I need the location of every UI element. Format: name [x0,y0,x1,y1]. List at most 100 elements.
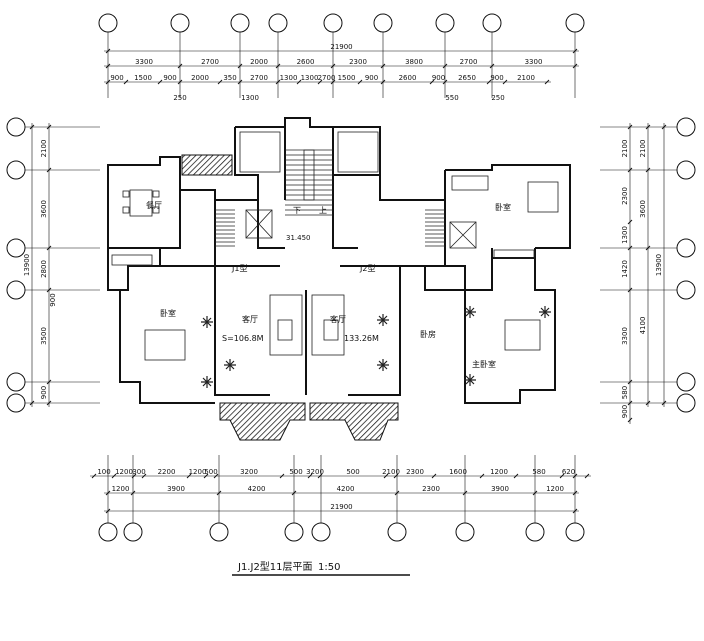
fixtures [111,131,559,441]
axis-bubble-top [323,13,343,33]
dim-bottom-row2-label: 1200 [112,485,130,493]
dim-top-row2-label: 350 [223,74,236,82]
dim-top-row1-label: 2600 [297,58,315,66]
dim-top-row1-label: 2300 [349,58,367,66]
dim-top-row2-tick [357,79,363,85]
plant-symbol [377,314,389,326]
axis-bubble-left [6,117,26,137]
sofa-right [311,294,345,356]
dim-left-total-tick [29,124,35,130]
room-label-dining: 餐厅 [146,201,162,210]
axis-bubble-right [676,372,696,392]
dim-bottom-row1-tick [131,473,137,479]
dim-bottom-row1-label: 580 [532,468,545,476]
dim-top-row1-tick [330,63,336,69]
dim-top-row1-tick [237,63,243,69]
stair-handrail [303,149,315,201]
dim-top-row2-tick [217,79,223,85]
axis-bubble-top [170,13,190,33]
dim-right-inner-tick [627,124,633,130]
plant-symbol [224,359,236,371]
axis-bubble-bottom [525,522,545,542]
dim-bottom-row1-label: 500 [346,468,359,476]
dim-top-row2-tick [380,79,386,85]
axis-bubble-right [676,393,696,413]
dim-top-row2-tick [330,79,336,85]
plant-symbol [201,376,213,388]
plant-symbol [539,306,551,318]
axis-bubble-bottom [311,522,331,542]
dim-right-inner-label: 1300 [621,226,629,244]
dim-bottom-row2-label: 3900 [167,485,185,493]
room-label-bedroom-mid: 卧房 [420,329,436,339]
dim-top-row2-tick [237,79,243,85]
dining-chair [152,190,160,198]
dim-right-inner-label: 2100 [621,140,629,158]
dim-bottom-row2-tick [462,490,468,496]
walls [107,117,571,404]
bathroom-counter-right [451,175,489,191]
dim-bottom-row1-label: 100 [97,468,110,476]
room-area-left: S=106.8M [222,334,264,343]
dim-left-inner-tick [46,167,52,173]
wall-segment [445,164,571,249]
dim-top-row2-label: 1300 [301,74,319,82]
elevator-cross-left [245,209,273,239]
wall-segment [464,248,556,404]
dim-right-inner-tick [627,219,633,225]
bed-left [144,329,186,361]
dim-bottom-row1-tick [91,473,97,479]
dim-top-row2-label: 1500 [134,74,152,82]
dim-bottom-row1-tick [572,473,578,479]
dim-bottom-row1-label: 1600 [449,468,467,476]
axis-bubble-top [230,13,250,33]
stair-label-down: 下 [293,206,301,215]
dim-bottom-row1-label: 300 [132,468,145,476]
dim-top-row2-tick [502,79,508,85]
dim-right-inner-label: 1420 [621,260,629,278]
dining-chair [122,190,130,198]
dim-right-total-tick [661,400,667,406]
dim-bottom-row1-label: 3200 [240,468,258,476]
dim-top-row1-tick [572,63,578,69]
dim-top-total-label: 21900 [330,43,352,51]
kitchen-right [337,131,379,173]
dim-top-row1-label: 2700 [460,58,478,66]
drawing-scale: 1:50 [318,562,340,573]
axis-grid [6,13,696,542]
axis-bubble-bottom [98,522,118,542]
dim-bottom-row2-label: 2300 [422,485,440,493]
axis-bubble-right [676,117,696,137]
dim-left-inner-label: 3600 [40,200,48,218]
dim-bottom-row2-label: 1200 [546,485,564,493]
bathtub-left [111,254,153,266]
wall-segment [107,156,181,291]
dim-right-total-tick [661,124,667,130]
axis-bubble-bottom [455,522,475,542]
bathtub-right [493,249,535,259]
room-label-living-left: 客厅 [242,314,258,324]
dim-top-row1-label: 3800 [405,58,423,66]
dim-top-row2-tick [296,79,302,85]
axis-bubble-bottom [123,522,143,542]
dim-top-row2-label: 900 [110,74,123,82]
dim-left-inner-label: 900 [40,386,48,399]
axis-bubble-left [6,280,26,300]
room-label-bedroom-left: 卧室 [160,308,176,318]
dim-bottom-row2-label: 4200 [337,485,355,493]
axis-bubble-bottom [565,522,585,542]
plant-symbol [201,316,213,328]
axis-bubble-top [373,13,393,33]
dim-top-row3-label: 1300 [241,94,259,102]
dim-right-inner-label: 900 [621,405,629,418]
wall-segment [128,265,216,380]
dim-top-row2-tick [317,79,323,85]
axis-bubble-right [676,160,696,180]
elevator-cross-right [449,221,477,249]
dim-bottom-row2-tick [105,490,111,496]
dim-top-row2-label: 900 [432,74,445,82]
axis-bubble-right [676,280,696,300]
axis-bubble-left [6,372,26,392]
bed-master [504,319,541,351]
dim-bottom-total-tick [572,508,578,514]
